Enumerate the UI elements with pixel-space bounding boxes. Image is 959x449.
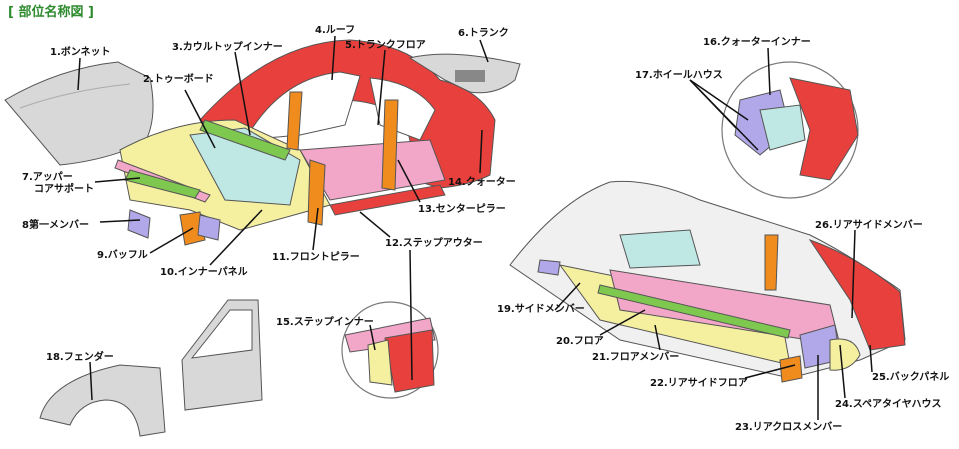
label-fender: 18.フェンダー bbox=[46, 350, 114, 363]
label-baffle: 9.バッフル bbox=[97, 249, 148, 261]
underbody bbox=[509, 180, 906, 383]
car-body bbox=[114, 39, 496, 246]
label-quarter: 14.クォーター bbox=[448, 176, 516, 188]
label-back-panel: 25.バックパネル bbox=[872, 371, 949, 383]
label-rear-side-member: 26.リアサイドメンバー bbox=[815, 219, 923, 231]
label-bonnet: 1.ボンネット bbox=[50, 45, 111, 58]
bonnet-part bbox=[4, 61, 154, 166]
label-upper-core-support-2: コアサポート bbox=[34, 182, 94, 195]
label-inner-panel: 10.インナーパネル bbox=[160, 266, 248, 278]
label-floor: 20.フロア bbox=[556, 335, 604, 347]
label-spare-tire-house: 24.スペアタイヤハウス bbox=[835, 398, 942, 410]
label-step-outer: 12.ステップアウター bbox=[385, 236, 483, 249]
label-first-member: 8第一メンバー bbox=[22, 218, 89, 231]
label-front-pillar: 11.フロントピラー bbox=[272, 251, 360, 263]
label-trunk: 6.トランク bbox=[458, 27, 509, 39]
label-upper-core-support-1: 7.アッパー bbox=[22, 171, 73, 183]
label-rear-side-floor: 22.リアサイドフロア bbox=[650, 377, 748, 389]
leader-lines bbox=[77, 35, 873, 420]
label-side-member: 19.サイドメンバー bbox=[497, 303, 585, 315]
label-floor-member: 21.フロアメンバー bbox=[592, 351, 679, 363]
label-wheel-house: 17.ホイールハウス bbox=[635, 69, 723, 81]
label-rear-cross-member: 23.リアクロスメンバー bbox=[735, 421, 842, 433]
label-roof: 4.ルーフ bbox=[315, 24, 355, 36]
label-step-inner: 15.ステップインナー bbox=[276, 315, 374, 328]
label-cowl-top-inner: 3.カウルトップインナー bbox=[172, 40, 283, 53]
page-title: [ 部位名称図 ] bbox=[8, 4, 94, 20]
label-trunk-floor: 5.トランクフロア bbox=[345, 39, 426, 51]
label-quarter-inner: 16.クォーターインナー bbox=[703, 36, 811, 48]
label-center-pillar: 13.センターピラー bbox=[418, 203, 506, 215]
label-toe-board: 2.トゥーボード bbox=[143, 72, 214, 85]
fender-part bbox=[39, 364, 166, 437]
